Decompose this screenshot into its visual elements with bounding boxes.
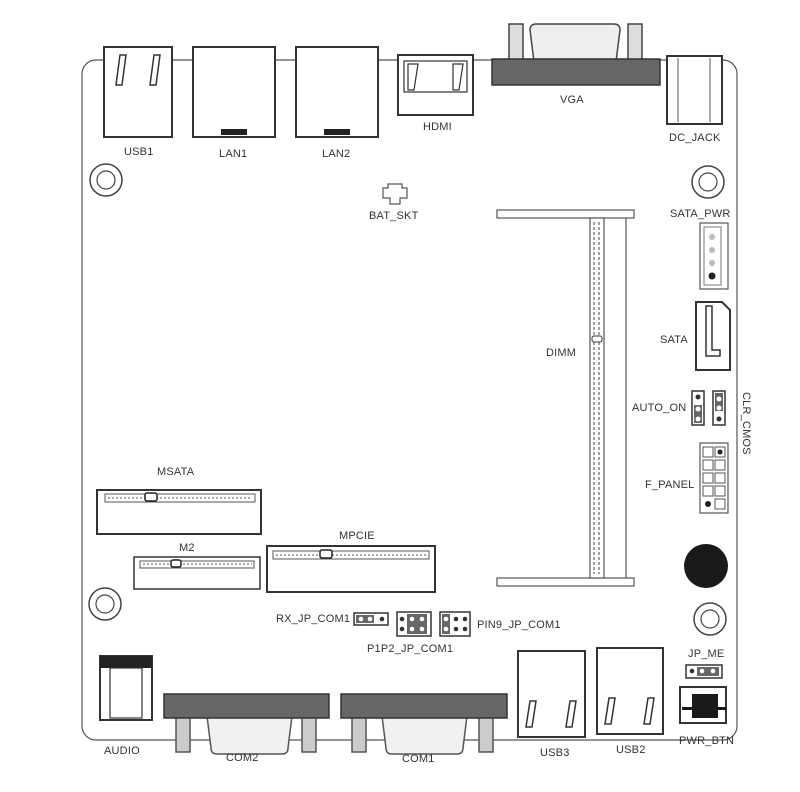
buzzer <box>684 544 728 588</box>
label-lan2: LAN2 <box>322 148 351 160</box>
label-pwr-btn: PWR_BTN <box>679 735 735 747</box>
pin9-jp-com1-jumper <box>439 611 471 637</box>
mpcie-slot <box>266 545 436 593</box>
mount-hole-bottom-right <box>693 602 727 636</box>
label-sata-pwr: SATA_PWR <box>670 208 731 220</box>
label-m2: M2 <box>179 542 195 554</box>
label-p1p2-jp-com1: P1P2_JP_COM1 <box>367 643 454 655</box>
usb2-port <box>596 647 664 735</box>
label-jp-me: JP_ME <box>688 648 725 660</box>
label-msata: MSATA <box>157 466 195 478</box>
label-sata: SATA <box>660 334 688 346</box>
mount-hole-top-left <box>89 163 123 197</box>
com2-port <box>163 693 330 755</box>
label-dc-jack: DC_JACK <box>669 132 721 144</box>
label-vga: VGA <box>560 94 584 106</box>
audio-jack <box>99 655 153 721</box>
label-f-panel: F_PANEL <box>645 479 695 491</box>
label-rx-jp-com1: RX_JP_COM1 <box>276 613 351 625</box>
label-pin9-jp-com1: PIN9_JP_COM1 <box>477 619 561 631</box>
sata-power-header <box>699 222 729 290</box>
clr-cmos-jumper <box>712 390 726 426</box>
label-clr-cmos: CLR_CMOS <box>740 392 752 455</box>
vga-port <box>491 23 661 86</box>
label-auto-on: AUTO_ON <box>632 402 687 414</box>
msata-slot <box>96 489 262 535</box>
rx-jp-com1-jumper <box>353 612 389 626</box>
label-mpcie: MPCIE <box>339 530 375 542</box>
label-com1: COM1 <box>402 753 435 765</box>
mount-hole-bottom-left <box>88 587 122 621</box>
board-outline <box>81 59 738 741</box>
dimm-slot <box>496 209 635 587</box>
com1-port <box>340 693 508 755</box>
auto-on-jumper <box>691 390 705 426</box>
dc-jack <box>666 55 723 125</box>
label-bat-skt: BAT_SKT <box>369 210 419 222</box>
label-usb2: USB2 <box>616 744 646 756</box>
hdmi-port <box>397 54 474 116</box>
label-usb3: USB3 <box>540 747 570 759</box>
usb1-port <box>103 46 173 138</box>
label-lan1: LAN1 <box>219 148 248 160</box>
front-panel-header <box>699 442 729 514</box>
sata-connector <box>695 301 731 371</box>
label-dimm: DIMM <box>546 347 577 359</box>
mount-hole-top-right <box>691 165 725 199</box>
battery-socket <box>382 183 408 205</box>
jp-me-jumper <box>685 664 723 679</box>
label-hdmi: HDMI <box>423 121 452 133</box>
label-audio: AUDIO <box>104 745 140 757</box>
label-com2: COM2 <box>226 752 259 764</box>
label-usb1: USB1 <box>124 146 154 158</box>
power-button <box>679 686 727 724</box>
usb3-port <box>517 650 586 738</box>
lan1-port <box>192 46 276 138</box>
p1p2-jp-com1-jumper <box>396 611 432 637</box>
lan2-port <box>295 46 379 138</box>
m2-slot <box>133 556 261 590</box>
